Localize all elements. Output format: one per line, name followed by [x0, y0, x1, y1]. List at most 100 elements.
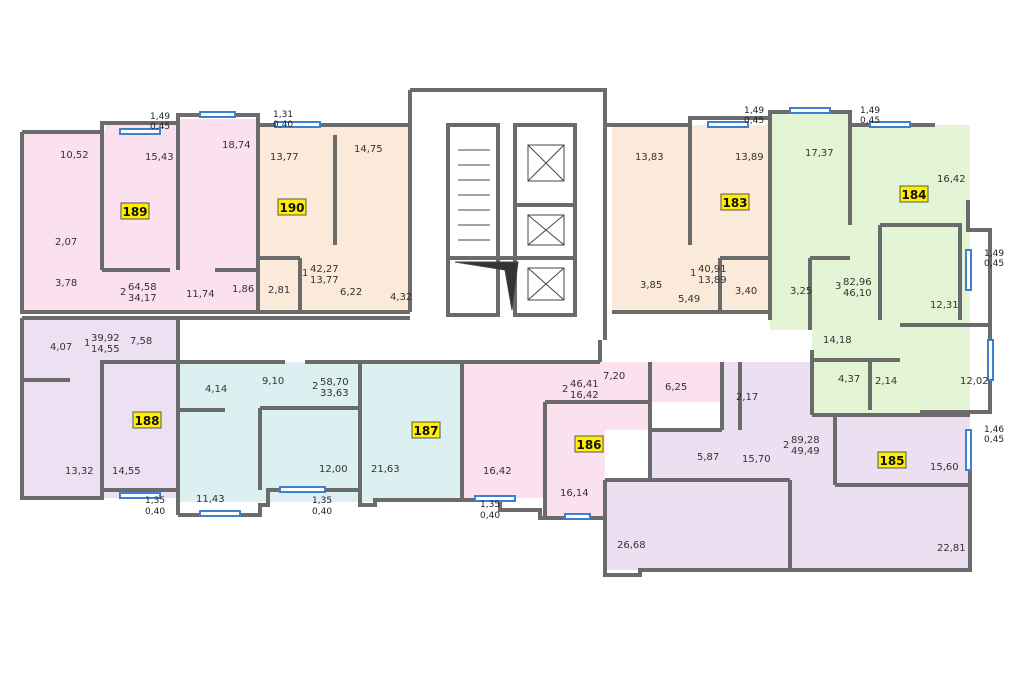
room-area: 2,07 [55, 237, 77, 248]
room-count: 2 [783, 440, 789, 451]
room-area: 15,70 [742, 454, 771, 465]
window [199, 111, 236, 118]
room-area: 3,85 [640, 280, 662, 291]
room-count: 1 [302, 268, 308, 279]
window [119, 128, 161, 135]
room-area: 18,74 [222, 140, 251, 151]
windows [119, 107, 994, 520]
stairs-and-lifts [454, 144, 565, 311]
apartment-188-badge[interactable]: 188 [132, 411, 162, 429]
apartment-number: 185 [879, 454, 904, 468]
lift-cross [527, 267, 565, 301]
room-area: 6,22 [340, 287, 362, 298]
balcony-depth: 1,35 [480, 500, 500, 510]
apartment-186-badge[interactable]: 186 [574, 435, 604, 453]
room-area: 17,37 [805, 148, 834, 159]
room-area: 12,02 [960, 376, 989, 387]
apartment-185-area[interactable] [605, 362, 970, 570]
lift-shaft [527, 267, 565, 301]
living-area: 13,77 [310, 275, 339, 286]
room-area: 15,60 [930, 462, 959, 473]
balcony-width: 0,45 [860, 116, 880, 126]
labels: 10,52 15,43 18,74 2,07 3,78 11,74 1,86 2… [50, 106, 1004, 554]
walls [20, 88, 992, 577]
wall-segment [880, 223, 962, 320]
living-area: 33,63 [320, 388, 349, 399]
living-area: 46,10 [843, 288, 872, 299]
wall-segment [603, 430, 972, 577]
balcony-width: 0,40 [312, 507, 332, 517]
window [564, 513, 591, 520]
living-area: 14,55 [91, 344, 120, 355]
apartment-190-badge[interactable]: 190 [277, 198, 307, 216]
room-area: 11,43 [196, 494, 225, 505]
apartment-185-badge[interactable]: 185 [877, 451, 907, 469]
room-area: 4,32 [390, 292, 412, 303]
room-area: 13,77 [270, 152, 299, 163]
apartment-187-badge[interactable]: 187 [411, 421, 441, 439]
total-area: 58,70 [320, 377, 349, 388]
window [987, 339, 994, 381]
apartment-184-badge[interactable]: 184 [899, 185, 929, 203]
balcony-width: 0,45 [984, 435, 1004, 445]
room-area: 12,00 [319, 464, 348, 475]
room-count: 3 [835, 281, 841, 292]
lift-shaft [527, 144, 565, 182]
room-area: 15,43 [145, 152, 174, 163]
apartment-number: 188 [134, 414, 159, 428]
total-area: 64,58 [128, 282, 157, 293]
room-area: 6,25 [665, 382, 687, 393]
apartment-number: 190 [279, 201, 304, 215]
room-area: 21,63 [371, 464, 400, 475]
balcony-depth: 1,49 [860, 106, 880, 116]
apartment-183-badge[interactable]: 183 [720, 193, 750, 211]
room-area: 4,37 [838, 374, 860, 385]
wall-segment [22, 113, 410, 134]
room-area: 12,31 [930, 300, 959, 311]
window [707, 121, 749, 128]
wall-segment [20, 132, 258, 314]
wall-segment [20, 318, 180, 500]
balcony-depth: 1,31 [273, 110, 293, 120]
room-area: 13,89 [735, 152, 764, 163]
room-area: 14,55 [112, 466, 141, 477]
balcony-depth: 1,49 [150, 112, 170, 122]
room-area: 16,42 [937, 174, 966, 185]
window [965, 429, 972, 471]
lift-cross [527, 144, 565, 182]
total-area: 46,41 [570, 379, 599, 390]
room-area: 3,78 [55, 278, 77, 289]
room-area: 13,83 [635, 152, 664, 163]
room-count: 2 [312, 381, 318, 392]
room-area: 2,14 [875, 376, 897, 387]
wall-segment [920, 200, 992, 414]
living-area: 16,42 [570, 390, 599, 401]
room-area: 26,68 [617, 540, 646, 551]
room-area: 14,75 [354, 144, 383, 155]
room-area: 3,40 [735, 286, 757, 297]
balcony-depth: 1,49 [984, 249, 1004, 259]
apartment-187-area[interactable] [178, 362, 462, 502]
room-area: 7,20 [603, 371, 625, 382]
room-area: 2,81 [268, 285, 290, 296]
room-count: 2 [120, 287, 126, 298]
total-area: 42,27 [310, 264, 339, 275]
window [474, 495, 516, 502]
room-area: 14,18 [823, 335, 852, 346]
balcony-depth: 1,35 [145, 496, 165, 506]
apartment-189-badge[interactable]: 189 [120, 202, 150, 220]
window [119, 492, 161, 499]
living-area: 13,89 [698, 275, 727, 286]
room-area: 7,58 [130, 336, 152, 347]
living-area: 49,49 [791, 446, 820, 457]
total-area: 89,28 [791, 435, 820, 446]
room-area: 16,14 [560, 488, 589, 499]
balcony-width: 0,40 [145, 507, 165, 517]
balcony-depth: 1,35 [312, 496, 332, 506]
room-count: 2 [562, 384, 568, 395]
room-area: 3,25 [790, 286, 812, 297]
window [789, 107, 831, 114]
apartment-number: 183 [722, 196, 747, 210]
apartment-number: 187 [413, 424, 438, 438]
room-area: 5,87 [697, 452, 719, 463]
